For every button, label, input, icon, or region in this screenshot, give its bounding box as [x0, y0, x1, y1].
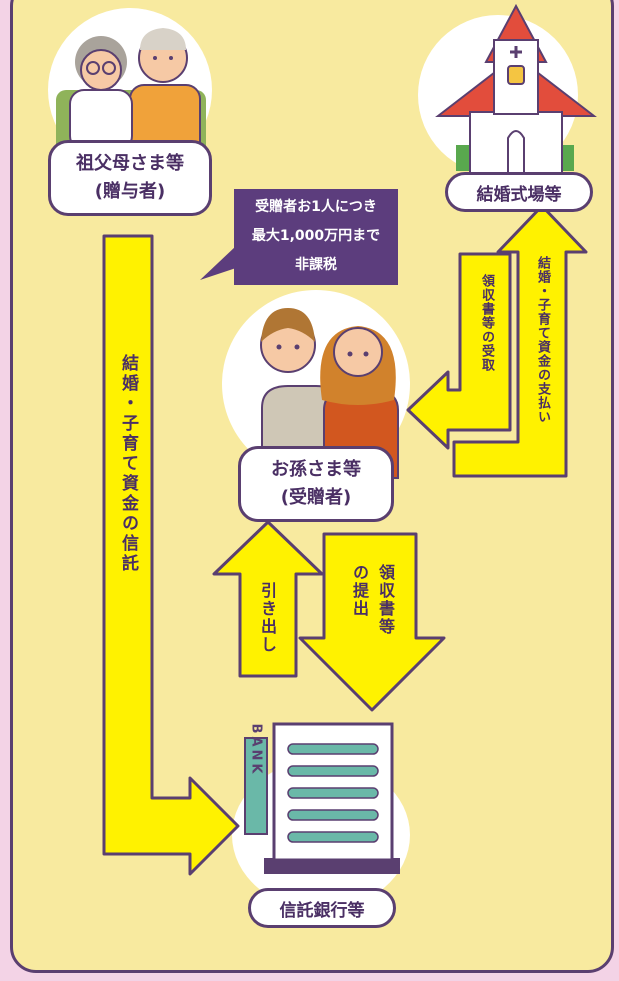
- bank-sign-text: BANK: [249, 724, 264, 777]
- callout-line-1: 受贈者お1人につき: [255, 199, 377, 215]
- receipt-arrow-label: 領収書等の受取: [479, 274, 494, 372]
- bank-building-illustration: [244, 722, 400, 874]
- payment-arrow-label: 結婚・子育て資金の支払い: [535, 256, 550, 424]
- grandchildren-name: お孫さま等: [271, 459, 361, 480]
- grandchildren-label: お孫さま等 (受贈者): [238, 446, 394, 522]
- bank-label: 信託銀行等: [248, 888, 396, 928]
- grandparents-name: 祖父母さま等: [76, 153, 184, 174]
- trust-arrow: [102, 234, 240, 876]
- callout-line-3: 非課税: [295, 257, 337, 273]
- bank-name: 信託銀行等: [279, 900, 365, 921]
- submit-arrow-label-col2: の提出: [350, 564, 369, 618]
- submit-arrow: [298, 532, 446, 712]
- venue-label: 結婚式場等: [445, 172, 593, 212]
- callout-pointer: [200, 246, 236, 280]
- grandparents-role: (贈与者): [94, 181, 166, 202]
- callout-line-2: 最大1,000万円まで: [251, 228, 381, 244]
- tax-exemption-callout: 受贈者お1人につき 最大1,000万円まで 非課税: [234, 189, 398, 285]
- grandchildren-role: (受贈者): [280, 487, 352, 508]
- trust-arrow-label: 結婚・子育て資金の信託: [118, 354, 138, 574]
- payment-arrow: [452, 204, 588, 478]
- receipt-arrow: [406, 252, 512, 450]
- submit-arrow-label-col1: 領収書等: [376, 564, 395, 636]
- grandparents-label: 祖父母さま等 (贈与者): [48, 140, 212, 216]
- withdraw-arrow-label: 引き出し: [258, 582, 277, 654]
- chapel-illustration: [435, 3, 597, 175]
- withdraw-arrow: [212, 520, 324, 678]
- venue-name: 結婚式場等: [476, 184, 562, 205]
